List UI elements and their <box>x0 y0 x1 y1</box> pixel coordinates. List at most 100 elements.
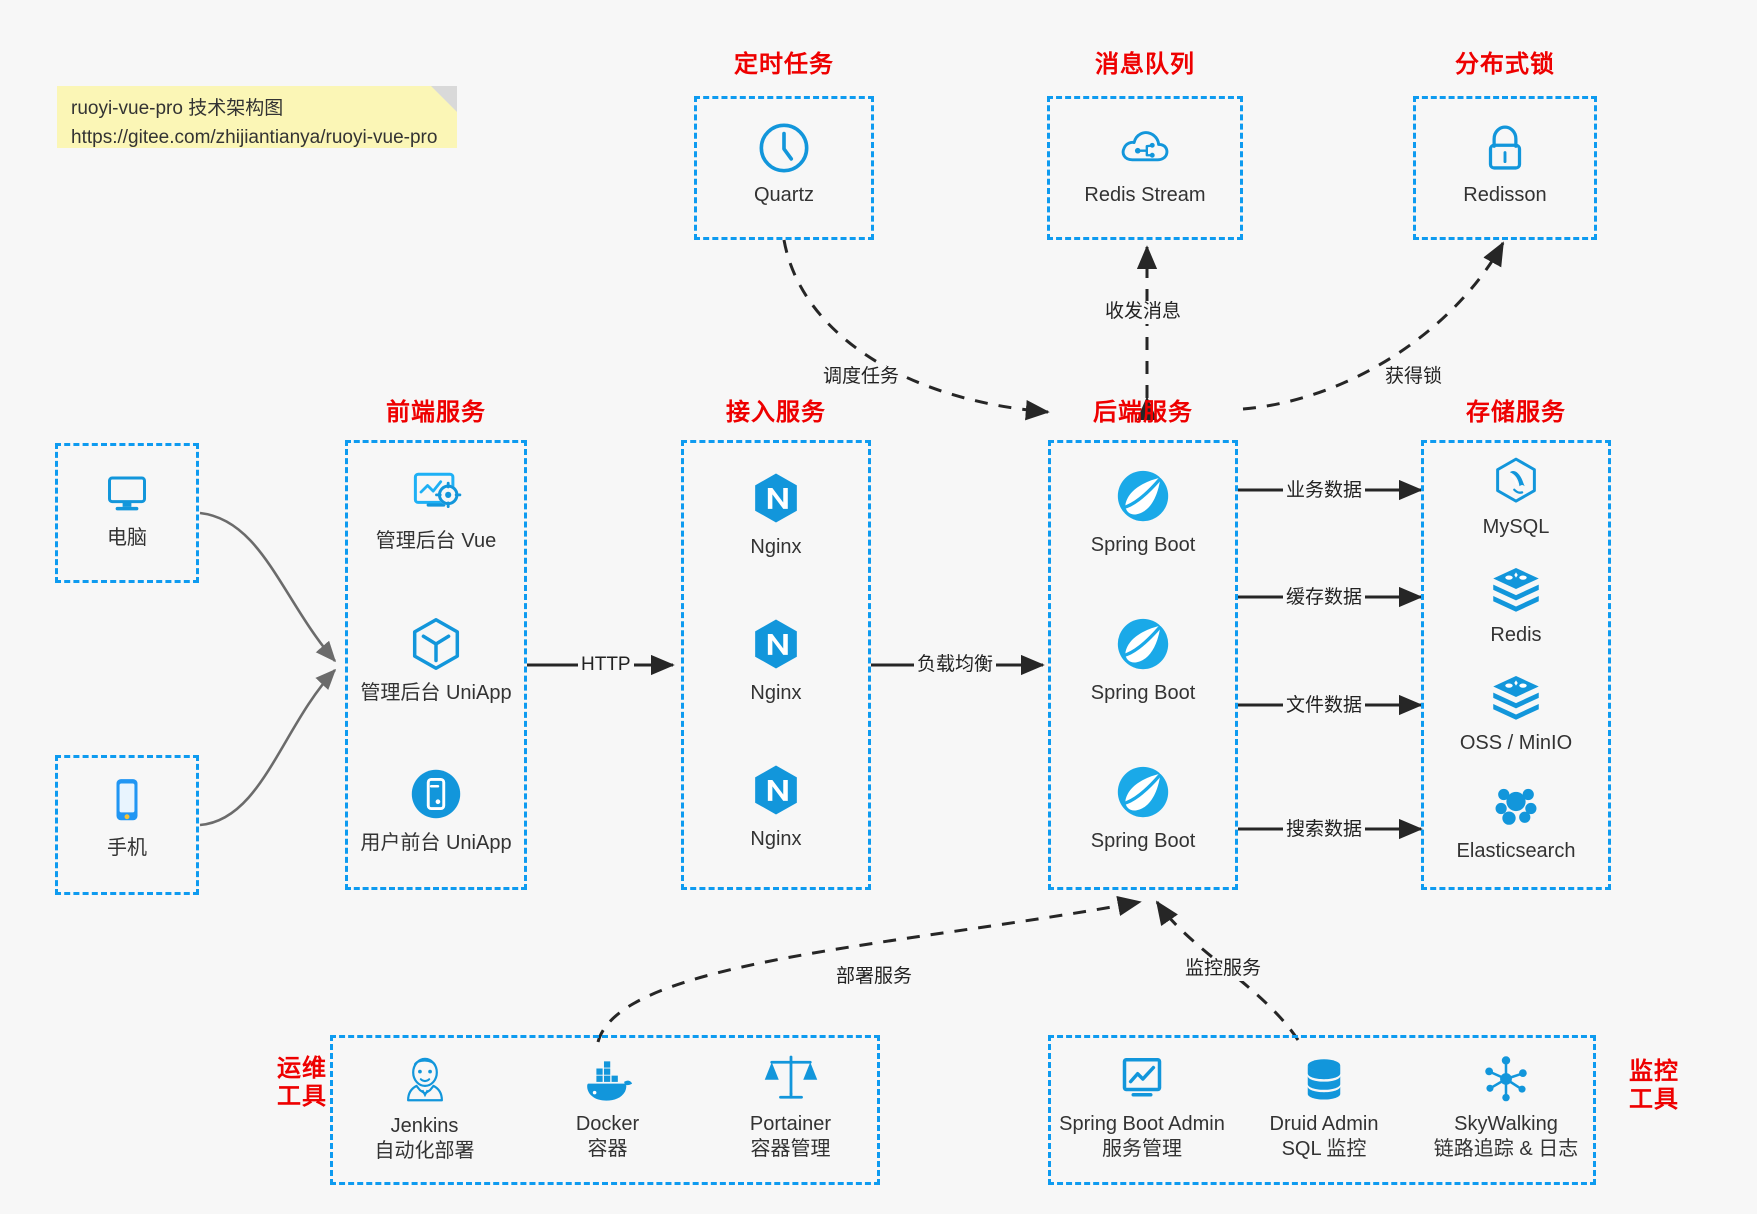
group-box-storage: MySQL Redis <box>1421 440 1611 890</box>
node-phone[interactable]: 手机 <box>58 772 196 861</box>
group-box-mq: Redis Stream <box>1047 96 1243 240</box>
group-box-devops: Jenkins 自动化部署 <box>330 1035 880 1185</box>
node-label: Spring Boot <box>1090 534 1196 556</box>
group-title-monitor-line1: 监控 <box>1629 1058 1679 1085</box>
node-portainer[interactable]: Portainer 容器管理 <box>699 1050 882 1162</box>
node-redis[interactable]: Redis <box>1424 561 1608 648</box>
node-label: 电脑 <box>107 527 147 549</box>
node-computer[interactable]: 电脑 <box>58 464 196 551</box>
node-nginx-3[interactable]: Nginx <box>684 759 868 852</box>
spring-boot-icon <box>1112 613 1174 675</box>
group-box-monitor: Spring Boot Admin 服务管理 Druid Admin SQL 监… <box>1048 1035 1596 1185</box>
node-docker[interactable]: Docker 容器 <box>516 1056 699 1162</box>
nginx-icon <box>747 759 805 821</box>
group-box-frontend: 管理后台 Vue 管理后台 UniApp 用户前台 UniApp <box>345 440 527 890</box>
group-title-lock: 分布式锁 <box>1455 51 1555 78</box>
elasticsearch-icon <box>1488 777 1544 833</box>
note-line-2: https://gitee.com/zhijiantianya/ruoyi-vu… <box>71 126 438 148</box>
node-label: Spring Boot Admin <box>1059 1113 1225 1135</box>
node-mysql[interactable]: MySQL <box>1424 453 1608 540</box>
padlock-icon <box>1476 119 1534 177</box>
node-druid-admin[interactable]: Druid Admin SQL 监控 <box>1233 1054 1415 1162</box>
monitor-chart-icon <box>1114 1052 1170 1106</box>
group-title-mq: 消息队列 <box>1095 51 1195 78</box>
node-label: Nginx <box>750 536 802 558</box>
spring-boot-icon <box>1112 465 1174 527</box>
node-spring-boot-3[interactable]: Spring Boot <box>1051 761 1235 854</box>
object-storage-icon <box>1488 669 1544 725</box>
group-title-monitor-line2: 工具 <box>1629 1086 1679 1114</box>
group-box-backend: Spring Boot Spring Boot Spring Boot <box>1048 440 1238 890</box>
node-label: 管理后台 Vue <box>375 530 497 552</box>
database-cylinder-icon <box>1298 1054 1350 1106</box>
node-label: Docker <box>575 1113 640 1135</box>
node-label: Redis Stream <box>1084 184 1206 206</box>
node-oss-minio[interactable]: OSS / MinIO <box>1424 669 1608 756</box>
node-label: 手机 <box>107 837 147 859</box>
skywalking-node-icon <box>1479 1052 1533 1106</box>
node-sublabel: 服务管理 <box>1102 1138 1182 1160</box>
node-label: 管理后台 UniApp <box>360 682 512 704</box>
cloud-stream-icon <box>1116 119 1174 177</box>
group-box-gateway: Nginx Nginx Nginx <box>681 440 871 890</box>
edge-label-file-data: 文件数据 <box>1283 695 1366 718</box>
docker-whale-icon <box>579 1056 637 1106</box>
node-admin-uniapp[interactable]: 管理后台 UniApp <box>348 613 524 706</box>
group-box-scheduler: Quartz <box>694 96 874 240</box>
group-title-backend: 后端服务 <box>1093 399 1193 426</box>
group-title-devops: 运维 工具 <box>258 1055 346 1112</box>
edge-label-monitor-service: 监控服务 <box>1182 958 1265 981</box>
edge-label-schedule-task: 调度任务 <box>820 366 903 389</box>
group-title-scheduler: 定时任务 <box>734 51 834 78</box>
group-title-gateway: 接入服务 <box>726 399 826 426</box>
mysql-dolphin-icon <box>1488 453 1544 509</box>
group-title-frontend: 前端服务 <box>386 399 486 426</box>
node-sublabel: SQL 监控 <box>1281 1138 1367 1160</box>
node-label: SkyWalking <box>1454 1113 1558 1135</box>
desktop-computer-icon <box>99 464 155 520</box>
node-label: Quartz <box>753 184 815 206</box>
node-redisson[interactable]: Redisson <box>1416 119 1594 208</box>
node-label: Spring Boot <box>1090 682 1196 704</box>
node-nginx-2[interactable]: Nginx <box>684 613 868 706</box>
node-spring-boot-2[interactable]: Spring Boot <box>1051 613 1235 706</box>
node-sublabel: 链路追踪 & 日志 <box>1433 1138 1579 1160</box>
node-redis-stream[interactable]: Redis Stream <box>1050 119 1240 208</box>
client-box-computer: 电脑 <box>55 443 199 583</box>
group-title-monitor: 监控 工具 <box>1610 1058 1698 1115</box>
mobile-phone-icon <box>99 772 155 830</box>
node-label: OSS / MinIO <box>1459 732 1573 754</box>
node-label: Nginx <box>750 682 802 704</box>
edge-label-http: HTTP <box>578 654 634 677</box>
node-label: Redis <box>1490 624 1542 646</box>
node-label: MySQL <box>1482 516 1550 538</box>
group-box-lock: Redisson <box>1413 96 1597 240</box>
node-label: Elasticsearch <box>1456 840 1576 862</box>
edge-label-deploy-service: 部署服务 <box>833 966 916 989</box>
node-label: Portainer <box>749 1113 832 1135</box>
clock-icon <box>755 119 813 177</box>
node-label: Spring Boot <box>1090 830 1196 852</box>
edge-label-cache-data: 缓存数据 <box>1283 587 1366 610</box>
node-elasticsearch[interactable]: Elasticsearch <box>1424 777 1608 864</box>
edge-label-acquire-lock: 获得锁 <box>1382 366 1446 389</box>
node-admin-vue[interactable]: 管理后台 Vue <box>348 463 524 554</box>
node-skywalking[interactable]: SkyWalking 链路追踪 & 日志 <box>1415 1052 1597 1162</box>
node-sublabel: 容器管理 <box>750 1138 831 1160</box>
node-spring-boot-1[interactable]: Spring Boot <box>1051 465 1235 558</box>
jenkins-butler-icon <box>398 1052 452 1108</box>
node-user-uniapp[interactable]: 用户前台 UniApp <box>348 763 524 856</box>
client-box-phone: 手机 <box>55 755 199 895</box>
node-nginx-1[interactable]: Nginx <box>684 467 868 560</box>
node-quartz[interactable]: Quartz <box>697 119 871 208</box>
scales-balance-icon <box>763 1050 819 1106</box>
group-title-devops-line1: 运维 <box>277 1055 327 1082</box>
node-label: Redisson <box>1463 184 1547 206</box>
dashboard-settings-icon <box>405 463 467 523</box>
node-sublabel: 自动化部署 <box>374 1140 475 1162</box>
node-spring-boot-admin[interactable]: Spring Boot Admin 服务管理 <box>1051 1052 1233 1162</box>
node-sublabel: 容器 <box>587 1138 628 1160</box>
node-label: Druid Admin <box>1269 1113 1379 1135</box>
node-jenkins[interactable]: Jenkins 自动化部署 <box>333 1052 516 1164</box>
